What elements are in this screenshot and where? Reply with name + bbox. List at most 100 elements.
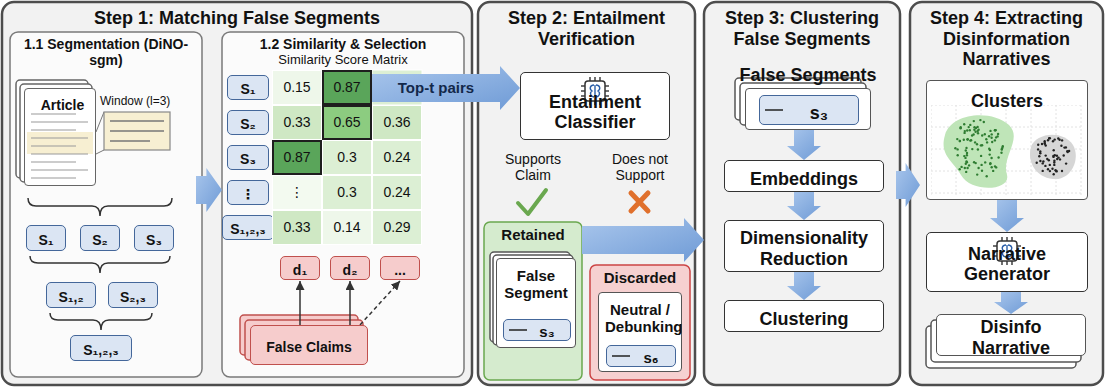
matrix-cell: 0.36 <box>372 105 422 140</box>
step-panel-frame <box>478 2 695 385</box>
panel-title: Step 1: Matching False Segments <box>2 2 472 29</box>
matrix-cell: 0.24 <box>372 175 422 210</box>
window-box <box>104 112 170 150</box>
flow-arrow <box>787 272 821 300</box>
flow-arrow <box>994 292 1028 314</box>
group-frame <box>484 222 582 380</box>
panel-title: Step 3: Clustering False Segments <box>704 2 900 49</box>
sub-panel-frame <box>10 32 202 377</box>
claim-box: d₂ <box>330 256 370 280</box>
edge-label: Top-t pairs <box>398 78 474 98</box>
cluster-box: Clusters <box>926 80 1088 200</box>
node-label: False Claims <box>260 335 358 355</box>
matrix-title: Similarity Score Matrix <box>228 52 458 69</box>
node-label: Discarded <box>590 265 690 286</box>
node-label: False Segments <box>726 59 890 86</box>
matrix-cell: 0.87 <box>272 140 322 175</box>
flow-arrow <box>787 130 821 160</box>
segment-line <box>765 108 783 112</box>
callout-label: Window (l=3) <box>100 94 196 110</box>
flow-arrow <box>787 192 821 220</box>
segment-card: Neutral / Debunking s₆ <box>598 292 682 372</box>
node-label: S₂ <box>234 112 262 132</box>
node-label: d₁ <box>287 258 313 278</box>
check-mark <box>518 190 546 214</box>
matrix-cell: 0.33 <box>272 210 322 245</box>
classifier-box: Entailment Classifier <box>520 72 670 140</box>
segment-box: S₃ <box>227 145 269 170</box>
flow-arrow <box>896 163 920 207</box>
segment-box: S₂ <box>80 225 120 251</box>
node-label: S₁,₂,₃ <box>224 217 272 237</box>
segment-stack: False Segmentss₃ <box>745 88 871 130</box>
claim-arrow <box>299 281 301 325</box>
cluster-plot <box>931 105 1083 195</box>
matrix-cell: 0.24 <box>372 140 422 175</box>
segment-box: s₃ <box>759 95 859 125</box>
claim-stack: False Claims <box>250 325 368 365</box>
sub-panel: 1.1 Segmentation (DiNO-sgm)ArticleS₁S₂S₃… <box>10 32 202 377</box>
step-panel-frame <box>910 2 1103 385</box>
node-label: S₁,₂ <box>52 285 89 305</box>
matrix-cell: 0.65 <box>322 105 372 140</box>
matrix-cell: 0.87 <box>322 70 372 105</box>
matrix-cell: 0.3 <box>322 175 372 210</box>
segment-box: S₃ <box>134 225 174 251</box>
panel-title: Step 4: Extracting Disinformation Narrat… <box>910 2 1103 70</box>
retained-group: RetainedFalse Segment s₃ <box>484 222 582 380</box>
step-panel: Step 2: Entailment VerificationEntailmen… <box>478 2 695 385</box>
panel-title: Step 2: Entailment Verification <box>478 2 695 49</box>
node-label: Neutral / Debunking <box>599 297 681 336</box>
step-panel-frame <box>704 2 900 385</box>
node-label: Disinfo Narrative <box>941 311 1081 358</box>
panel-title: 1.2 Similarity & Selection <box>222 32 464 52</box>
matrix-cell: 0.15 <box>272 70 322 105</box>
discarded-group: DiscardedNeutral / Debunking s₆ <box>590 265 690 380</box>
node-label: Clustering <box>751 303 856 330</box>
segment-box: s₆ <box>606 345 676 367</box>
leader-line <box>96 150 104 154</box>
group-frame <box>590 265 690 380</box>
process-box: Embeddings <box>724 160 884 192</box>
node-label: Embeddings <box>742 163 866 190</box>
node-label: S₂,₃ <box>114 285 152 305</box>
segment-line <box>509 328 527 332</box>
segment-box: S₁,₂ <box>46 282 96 308</box>
outcome-label: Supports Claim <box>488 148 578 186</box>
node-label: s₃ <box>802 97 836 124</box>
segment-box: ⋮ <box>227 180 269 205</box>
segment-box: S₁,₂,₃ <box>70 335 132 361</box>
node-label: Clusters <box>927 85 1087 112</box>
node-label: Retained <box>484 222 582 243</box>
segment-line <box>612 354 630 358</box>
step-panel: Step 3: Clustering False SegmentsFalse S… <box>704 2 900 385</box>
outcome-label: Does not Support <box>592 148 688 186</box>
matrix-cell: ⋮ <box>272 175 322 210</box>
leader-line <box>96 112 104 132</box>
matrix-cell: 0.3 <box>322 140 372 175</box>
segment-box: S₁,₂,₃ <box>222 215 274 240</box>
document-stack: Article <box>24 88 96 186</box>
node-label: s₆ <box>637 345 664 366</box>
process-box: Clustering <box>724 300 884 332</box>
node-label: d₂ <box>337 258 364 278</box>
node-label: S₁ <box>234 77 261 97</box>
narrative-stack: Disinfo Narrative <box>936 314 1086 356</box>
node-label: ... <box>388 258 412 278</box>
step-panel: Step 4: Extracting Disinformation Narrat… <box>910 2 1103 385</box>
node-label: Dimensionality Reduction <box>729 222 879 269</box>
matrix-cell: 0.33 <box>272 105 322 140</box>
cross-mark <box>631 193 648 211</box>
step-panel-frame <box>2 2 472 385</box>
node-label: S₂ <box>86 228 114 248</box>
node-label: False Segment <box>497 263 575 302</box>
matrix-cell: 0.14 <box>322 210 372 245</box>
node-label: s₃ <box>533 319 560 340</box>
segment-card: False Segment s₃ <box>496 258 576 348</box>
segment-box: S₁ <box>26 225 66 251</box>
node-label: S₃ <box>234 147 262 167</box>
flow-arrow <box>196 168 222 212</box>
claim-box: d₁ <box>280 256 320 280</box>
node-label: S₁,₂,₃ <box>77 338 125 358</box>
